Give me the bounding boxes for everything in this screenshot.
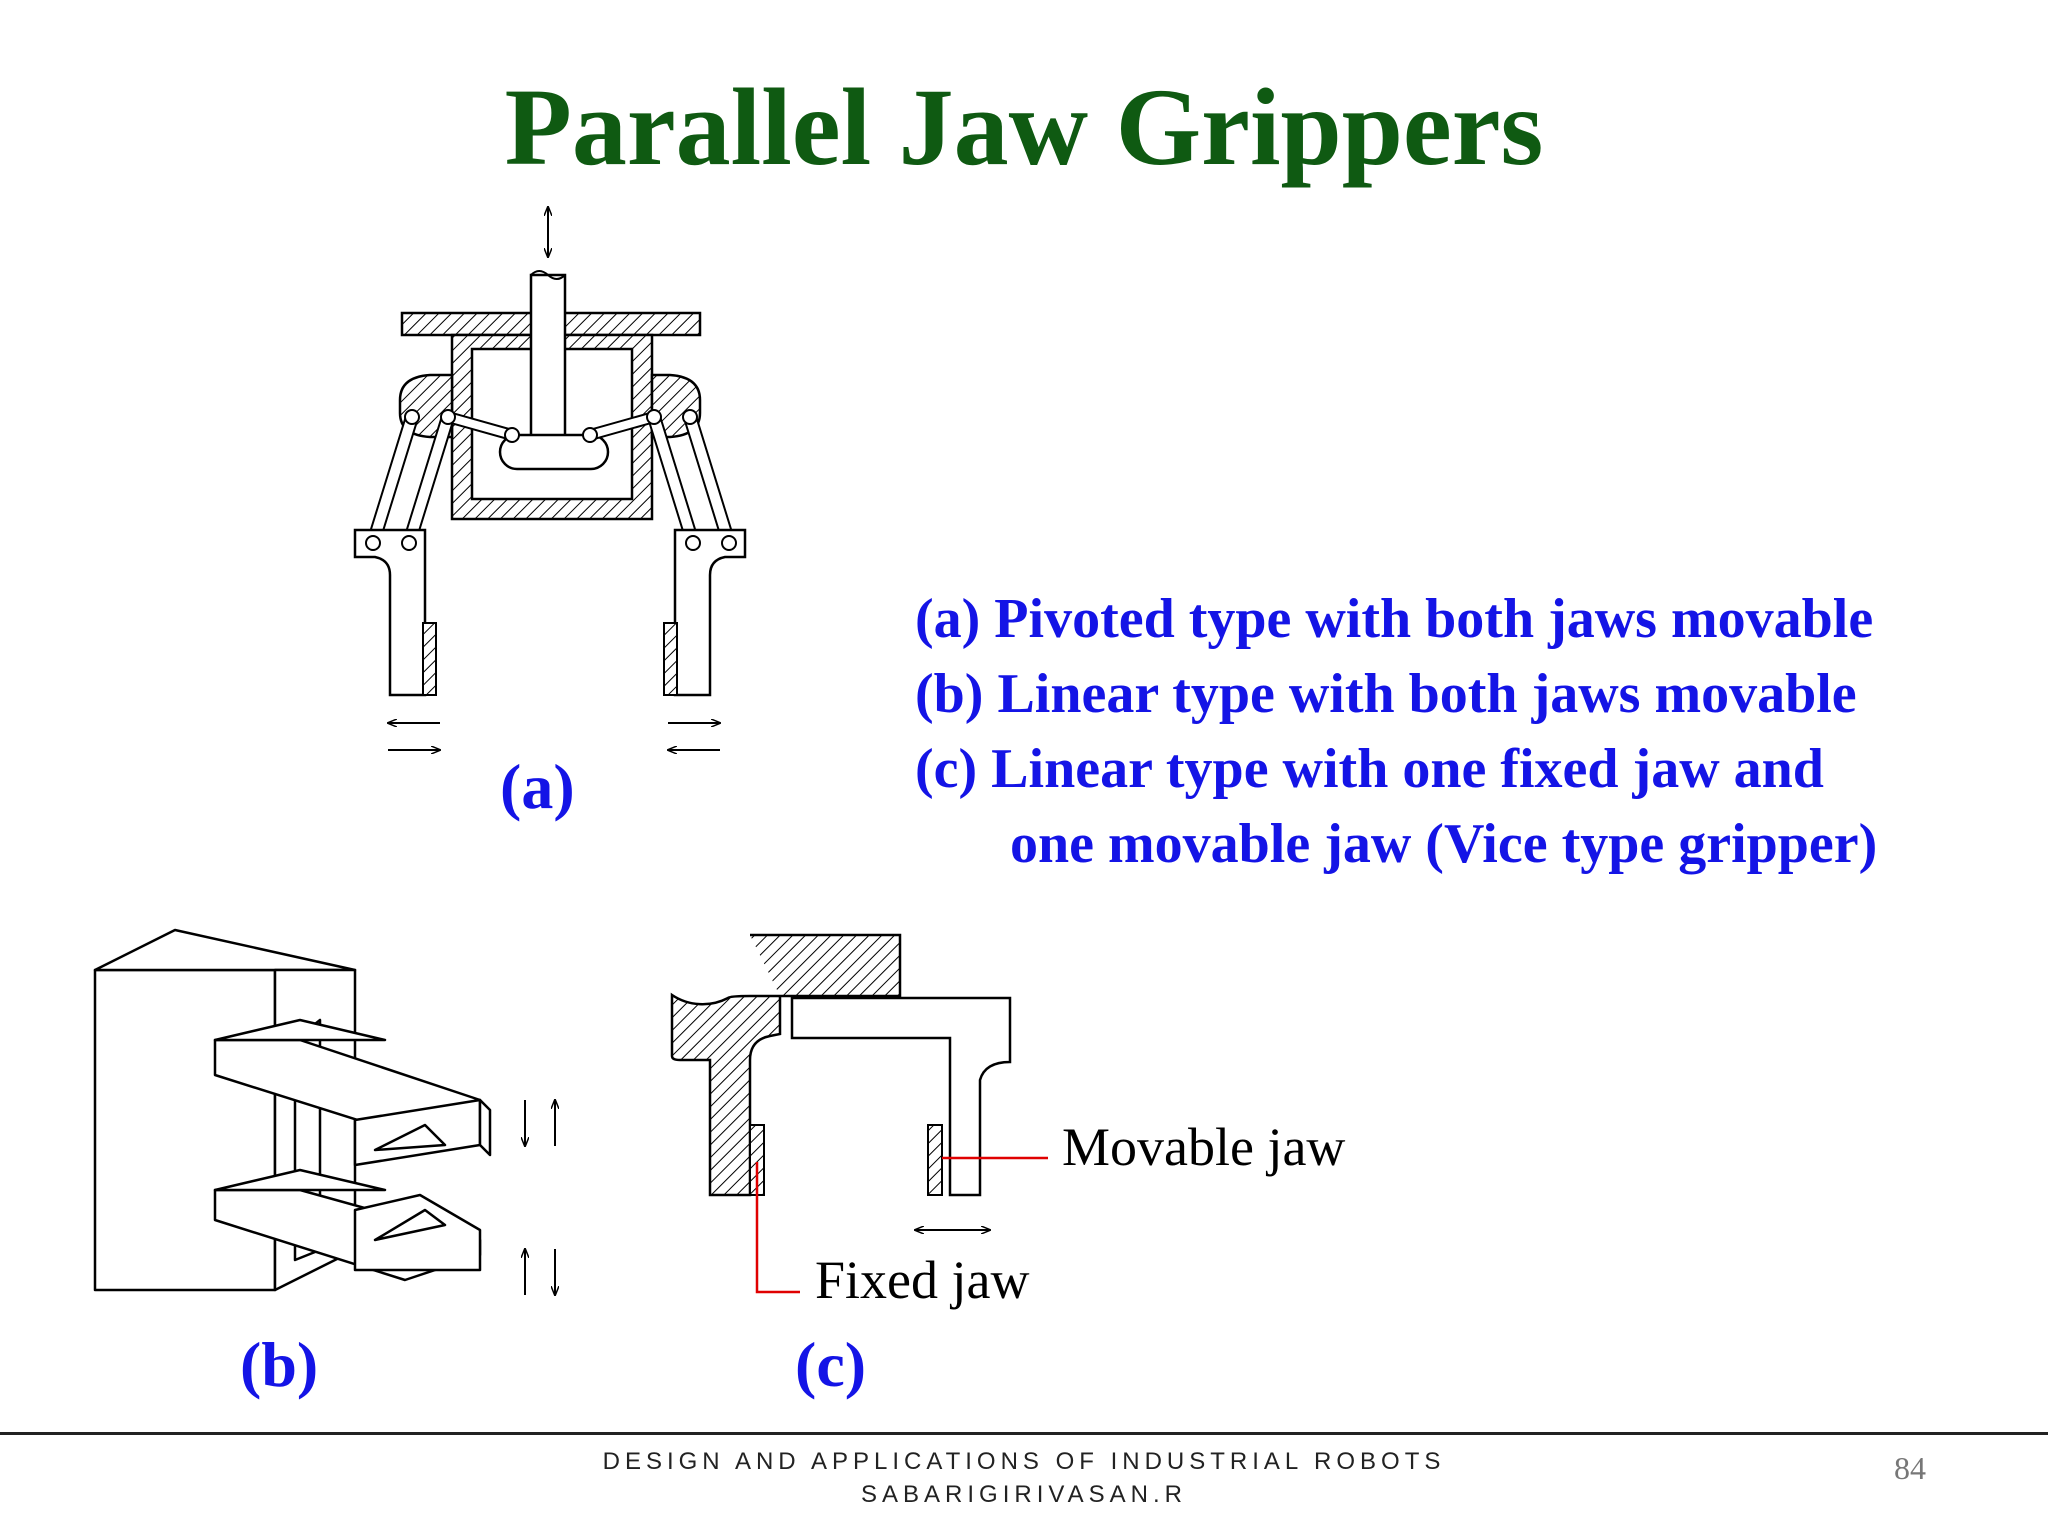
description-c: (c) Linear type with one fixed jaw and (915, 738, 1824, 800)
footer-author: SABARIGIRIVASAN.R (861, 1481, 1187, 1508)
fixed-jaw-callout: Fixed jaw (815, 1250, 1030, 1310)
page-number: 84 (1894, 1450, 1926, 1486)
description-a: (a) Pivoted type with both jaws movable (915, 588, 1874, 650)
figure-b-linear-gripper (85, 920, 605, 1320)
description-b: (b) Linear type with both jaws movable (915, 663, 1857, 725)
footer-divider (0, 1432, 2048, 1435)
figure-b-label: (b) (240, 1329, 319, 1400)
movable-jaw-callout: Movable jaw (1062, 1117, 1346, 1177)
description-c-continued: one movable jaw (Vice type gripper) (1010, 813, 1878, 875)
figure-a-label: (a) (500, 751, 575, 822)
figure-c-label: (c) (795, 1329, 867, 1400)
gripper-type-descriptions: (a) Pivoted type with both jaws movable … (915, 582, 1877, 882)
figure-a-pivoted-gripper (340, 195, 780, 775)
footer-course-title: DESIGN AND APPLICATIONS OF INDUSTRIAL RO… (602, 1448, 1446, 1475)
slide-title: Parallel Jaw Grippers (504, 66, 1544, 188)
figure-c-vice-gripper (670, 930, 1070, 1330)
